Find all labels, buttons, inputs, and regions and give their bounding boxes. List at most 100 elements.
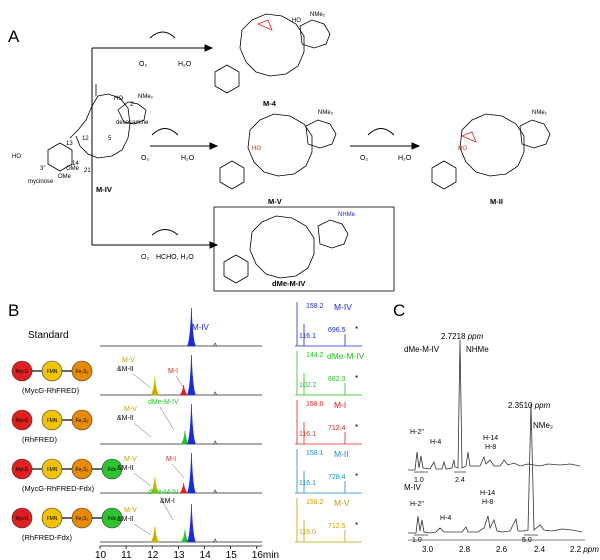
ms-hi-label: 144.2	[306, 352, 324, 359]
peak-label-and-m-ii: &M-II	[117, 366, 134, 373]
nmr-integral: 5.0	[522, 537, 532, 544]
construct-domain-label: MycG	[15, 369, 28, 375]
ome-label: OMe	[66, 166, 80, 172]
nme2-label: NMe₂	[310, 12, 326, 18]
label-pointer	[171, 463, 185, 479]
peak-label-m-i: M-I	[166, 456, 176, 463]
ho-label-red: HO	[458, 146, 467, 152]
hplc-trace	[100, 354, 262, 396]
nme2-label: NMe₂	[138, 94, 154, 100]
desosamine-label: desosamine	[116, 120, 149, 126]
ms-lo-label: 116.1	[299, 431, 316, 438]
reagents: O₂ H₂O O₂ H₂O O₂ HCHO, H₂O O₂ H₂O	[139, 61, 412, 261]
m-iv-labels: NMe₂ HO desosamine HO OMe OMe mycinose 1…	[12, 94, 154, 185]
peak-label-m-v: M-V	[124, 406, 137, 413]
construct-domain-label: Fe₂S₂	[75, 516, 88, 522]
axis-tick-label: 14	[200, 550, 212, 560]
reagent-h2o: H₂O	[181, 155, 195, 162]
construct-domain-label: MycG	[15, 467, 28, 473]
peak-label-and-m-ii: &M-II	[117, 516, 134, 523]
construct-domain	[11, 409, 33, 431]
ms-mz-label: 712.5	[328, 523, 346, 530]
reagent-o2: O₂	[141, 155, 149, 162]
ho-label-red: HO	[252, 146, 261, 152]
ho-label: HO	[292, 18, 301, 24]
standard-label: Standard	[28, 330, 69, 341]
hplc-peak	[187, 354, 196, 396]
ring-number: 3''	[40, 166, 46, 172]
hplc-trace	[100, 452, 262, 494]
nmr-peak-h8: H-8	[485, 444, 496, 451]
ms-lo-label: 116.0	[299, 529, 316, 536]
ms-hi-label: 158.1	[306, 450, 324, 457]
nmr-compound-label: dMe-M-IV	[404, 345, 440, 354]
ms-star: *	[355, 325, 358, 334]
minor-peak	[213, 538, 217, 543]
label-pointer	[132, 373, 152, 389]
hplc-peak	[150, 376, 160, 396]
reagent-h2o: H₂O	[178, 61, 192, 68]
hplc-peak	[187, 452, 196, 494]
nmr-shift-top: 2.7218 ppm	[441, 332, 484, 341]
panel-label-b: B	[8, 301, 19, 320]
nmr-peak-h4: H-4	[430, 439, 441, 446]
hplc-peak	[187, 307, 196, 347]
compound-label-m-4: M-4	[263, 99, 277, 108]
peak-label-m-i: M-I	[168, 368, 178, 375]
ms-compound-label: dMe-M-IV	[327, 351, 365, 361]
construct-domain-label: Fe₂S₂	[75, 467, 88, 473]
construct-domain-label: FMN	[47, 369, 58, 375]
peak-label-dme-m-iv: dMe-M-IV	[148, 399, 179, 406]
ome-label: OMe	[58, 174, 72, 180]
molecule-dme-m-iv	[223, 215, 349, 284]
ms-lo-label: 116.1	[299, 480, 316, 487]
ms-mz-label: 728.4	[328, 474, 346, 481]
molecule-m-iv	[47, 84, 147, 172]
ms-mz-label: 682.3	[328, 376, 346, 383]
ms-spectrum: 158.0 116.1 712.4 * M-I	[295, 400, 362, 445]
ms-mz-label: 696.5	[328, 327, 346, 334]
compound-label-dme-m-iv: dMe-M-IV	[272, 279, 305, 288]
ms-compound-label: M-I	[334, 400, 346, 410]
ring-number: 21	[84, 168, 91, 174]
nmr-axis-tick-label: 2.4	[534, 545, 546, 554]
nmr-peak-h2: H-2''	[410, 429, 424, 436]
peak-label-m-v: M-V	[124, 456, 137, 463]
axis-tick-label: 16min	[252, 550, 279, 560]
molecule-m-v	[219, 113, 337, 190]
hplc-peak	[150, 476, 160, 494]
nmr-trace-m-iv	[408, 403, 583, 534]
ring-number: 5	[108, 136, 112, 142]
peak-label-m-v: M-V	[124, 507, 137, 514]
hplc-trace	[100, 503, 262, 543]
construct-domain	[101, 507, 123, 529]
compound-label-m-ii: M-II	[490, 197, 503, 206]
construct-domain-label: FMN	[47, 516, 58, 522]
hplc-peak	[187, 403, 196, 445]
molecule-m-4	[214, 13, 331, 94]
ms-hi-label: 158.2	[306, 303, 324, 310]
hplc-peak	[150, 525, 160, 543]
construct-caption: (RhFRED)	[22, 435, 58, 444]
minor-peak	[213, 391, 217, 396]
ms-star: *	[355, 423, 358, 432]
ms-mz-label: 712.4	[328, 425, 346, 432]
nmr-axis-tick-label: 3.0	[422, 545, 434, 554]
minor-peak	[213, 342, 217, 347]
ms-lo-label: 102.2	[299, 382, 317, 389]
reagent-h2o: H₂O	[398, 155, 412, 162]
reagent-hcho-h2o: HCHO, H₂O	[156, 254, 194, 261]
hplc-peak-labels: M-IV M-V &M-II M-I dMe-M-IV M-V &M-II M-…	[117, 323, 210, 523]
ring-number: 14	[72, 161, 79, 167]
ms-hi-label: 158.0	[306, 401, 324, 408]
hplc-peak	[178, 482, 189, 494]
peak-label-dme-m-iv: dMe-M-IV	[148, 489, 179, 496]
construct-domain-label: Fdx	[108, 516, 117, 522]
molecule-m-ii	[431, 113, 551, 190]
